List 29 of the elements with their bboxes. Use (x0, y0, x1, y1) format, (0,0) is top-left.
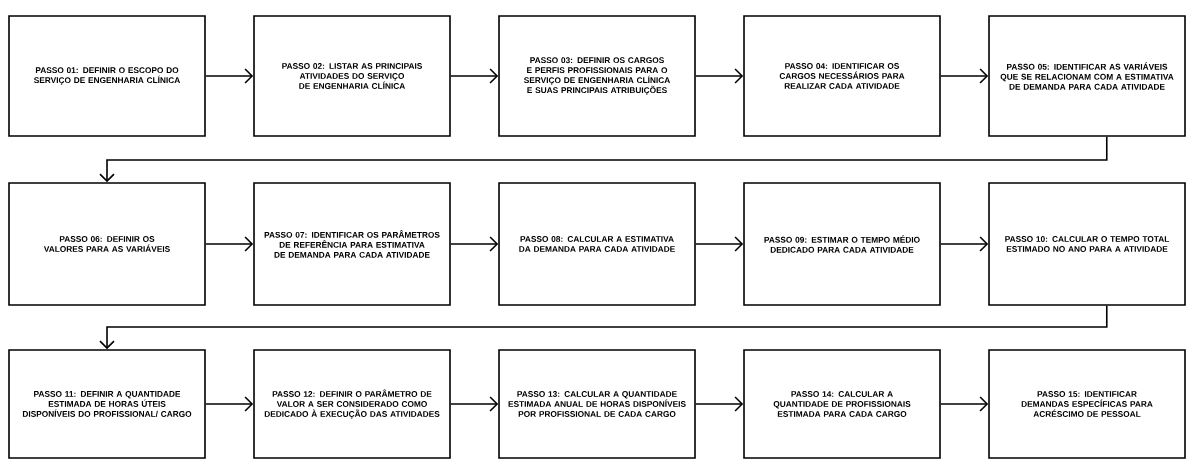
arrow (450, 68, 499, 84)
process-box: PASSO 01: DEFINIR O ESCOPO DO SERVIÇO DE ENGENHARIA CLÍNICA (8, 15, 206, 137)
arrow (450, 396, 499, 412)
process-box: PASSO 03: DEFINIR OS CARGOS E PERFIS PROFISSIONAIS PARA O SERVIÇO DE ENGENHARIA CLÍNICA E SUAS PRINCIPAIS ATRIBUIÇÕES (498, 15, 696, 137)
process-box: PASSO 13: CALCULAR A QUANTIDADE ESTIMADA ANUAL DE HORAS DISPONÍVEIS POR PROFISSIONAL DE CADA CARGO (498, 349, 696, 459)
process-box: PASSO 11: DEFINIR A QUANTIDADE ESTIMADA DE HORAS ÚTEIS DISPONÍVEIS DO PROFISSIONAL/ CARGO (8, 349, 206, 459)
arrow (695, 396, 744, 412)
process-box: PASSO 15: IDENTIFICAR DEMANDAS ESPECÍFICAS PARA ACRÉSCIMO DE PESSOAL (988, 349, 1186, 459)
arrow (695, 68, 744, 84)
process-box: PASSO 09: ESTIMAR O TEMPO MÉDIO DEDICADO PARA CADA ATIVIDADE (743, 182, 941, 306)
arrow (450, 236, 499, 252)
process-box: PASSO 10: CALCULAR O TEMPO TOTAL ESTIMADO NO ANO PARA A ATIVIDADE (988, 182, 1186, 306)
process-box: PASSO 06: DEFINIR OS VALORES PARA AS VARIÁVEIS (8, 182, 206, 306)
arrow (99, 136, 1108, 183)
process-box: PASSO 02: LISTAR AS PRINCIPAIS ATIVIDADES DO SERVIÇO DE ENGENHARIA CLÍNICA (253, 15, 451, 137)
arrow (940, 236, 989, 252)
process-box: PASSO 14: CALCULAR A QUANTIDADE DE PROFISSIONAIS ESTIMADA PARA CADA CARGO (743, 349, 941, 459)
arrow (940, 68, 989, 84)
process-box: PASSO 12: DEFINIR O PARÂMETRO DE VALOR A SER CONSIDERADO COMO DEDICADO À EXECUÇÃO DAS ATIVIDADES (253, 349, 451, 459)
arrow (695, 236, 744, 252)
arrow (205, 68, 254, 84)
arrow (99, 305, 1108, 350)
process-box: PASSO 05: IDENTIFICAR AS VARIÁVEIS QUE SE RELACIONAM COM A ESTIMATIVA DE DEMANDA PARA CADA ATIVIDADE (988, 15, 1186, 137)
process-box: PASSO 08: CALCULAR A ESTIMATIVA DA DEMANDA PARA CADA ATIVIDADE (498, 182, 696, 306)
process-box: PASSO 07: IDENTIFICAR OS PARÂMETROS DE REFERÊNCIA PARA ESTIMATIVA DE DEMANDA PARA CADA ATIVIDADE (253, 182, 451, 306)
process-box: PASSO 04: IDENTIFICAR OS CARGOS NECESSÁRIOS PARA REALIZAR CADA ATIVIDADE (743, 15, 941, 137)
arrow (940, 396, 989, 412)
arrow (205, 236, 254, 252)
arrow (205, 396, 254, 412)
